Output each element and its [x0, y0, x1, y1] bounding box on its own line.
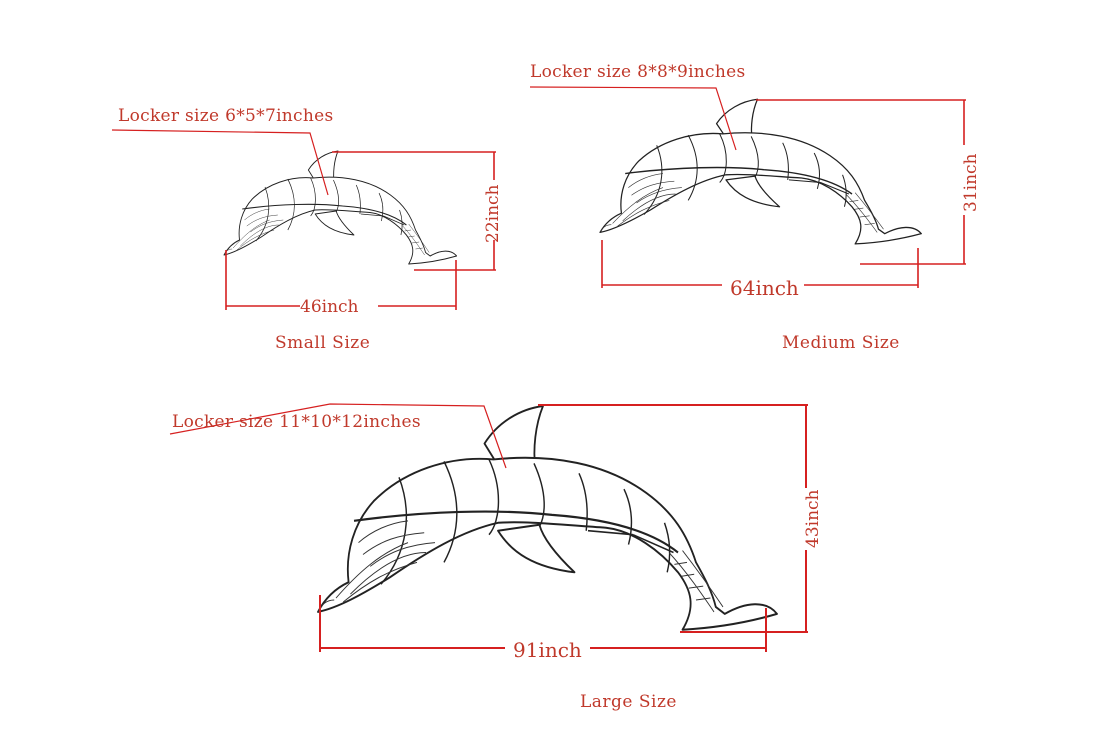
- large-width-label: 91inch: [513, 638, 582, 662]
- medium-locker-size-label: Locker size 8*8*9inches: [530, 62, 746, 82]
- medium-size-group: Locker size 8*8*9inches 64inch 31inch Me…: [529, 62, 981, 353]
- large-size-group: Locker size 11*10*12inches 91inch 43inch…: [169, 403, 823, 712]
- large-width-dimension-line: [319, 595, 767, 652]
- small-size-group: Locker size 6*5*7inches 46inch 22inch Sm…: [111, 106, 503, 353]
- small-height-dimension-line: [332, 151, 496, 271]
- medium-dolphin-shelf-drawing: [599, 98, 923, 245]
- small-height-label: 22inch: [483, 184, 503, 243]
- medium-width-label: 64inch: [730, 276, 799, 300]
- medium-locker-leader-line: [529, 86, 737, 151]
- large-dolphin-shelf-drawing: [316, 404, 779, 631]
- small-dolphin-shelf-drawing: [223, 150, 458, 265]
- large-locker-size-label: Locker size 11*10*12inches: [172, 412, 421, 432]
- medium-size-caption: Medium Size: [782, 333, 900, 353]
- small-width-dimension-line: [225, 250, 457, 310]
- medium-height-label: 31inch: [961, 153, 981, 212]
- small-locker-size-label: Locker size 6*5*7inches: [118, 106, 334, 126]
- large-height-label: 43inch: [803, 489, 823, 548]
- large-height-dimension-line: [538, 404, 808, 633]
- medium-width-dimension-line: [601, 240, 919, 288]
- large-size-caption: Large Size: [580, 692, 677, 712]
- medium-height-dimension-line: [756, 99, 966, 265]
- small-locker-leader-line: [111, 129, 329, 196]
- large-locker-leader-line: [169, 403, 507, 469]
- small-size-caption: Small Size: [275, 333, 370, 353]
- small-width-label: 46inch: [300, 297, 359, 317]
